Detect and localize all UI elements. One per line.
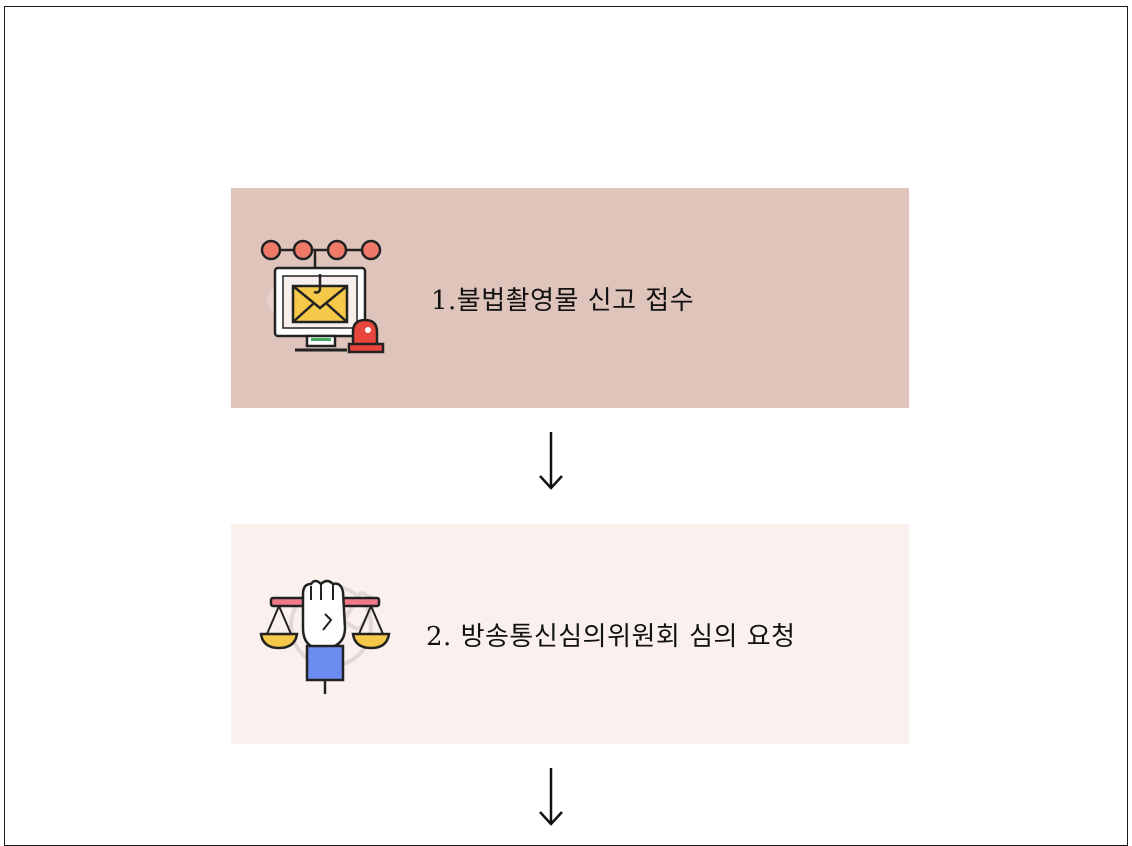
email-report-alarm-icon	[259, 230, 391, 362]
step-1-label: 1.불법촬영물 신고 접수	[431, 285, 695, 316]
step-review-request: 2. 방송통신심의위원회 심의 요청	[231, 524, 909, 744]
down-arrow-icon	[536, 766, 566, 828]
step-2-label: 2. 방송통신심의위원회 심의 요청	[426, 621, 796, 652]
down-arrow-icon	[536, 430, 566, 492]
justice-scale-fist-icon	[259, 574, 391, 706]
step-receive-report: 1.불법촬영물 신고 접수	[231, 188, 909, 408]
